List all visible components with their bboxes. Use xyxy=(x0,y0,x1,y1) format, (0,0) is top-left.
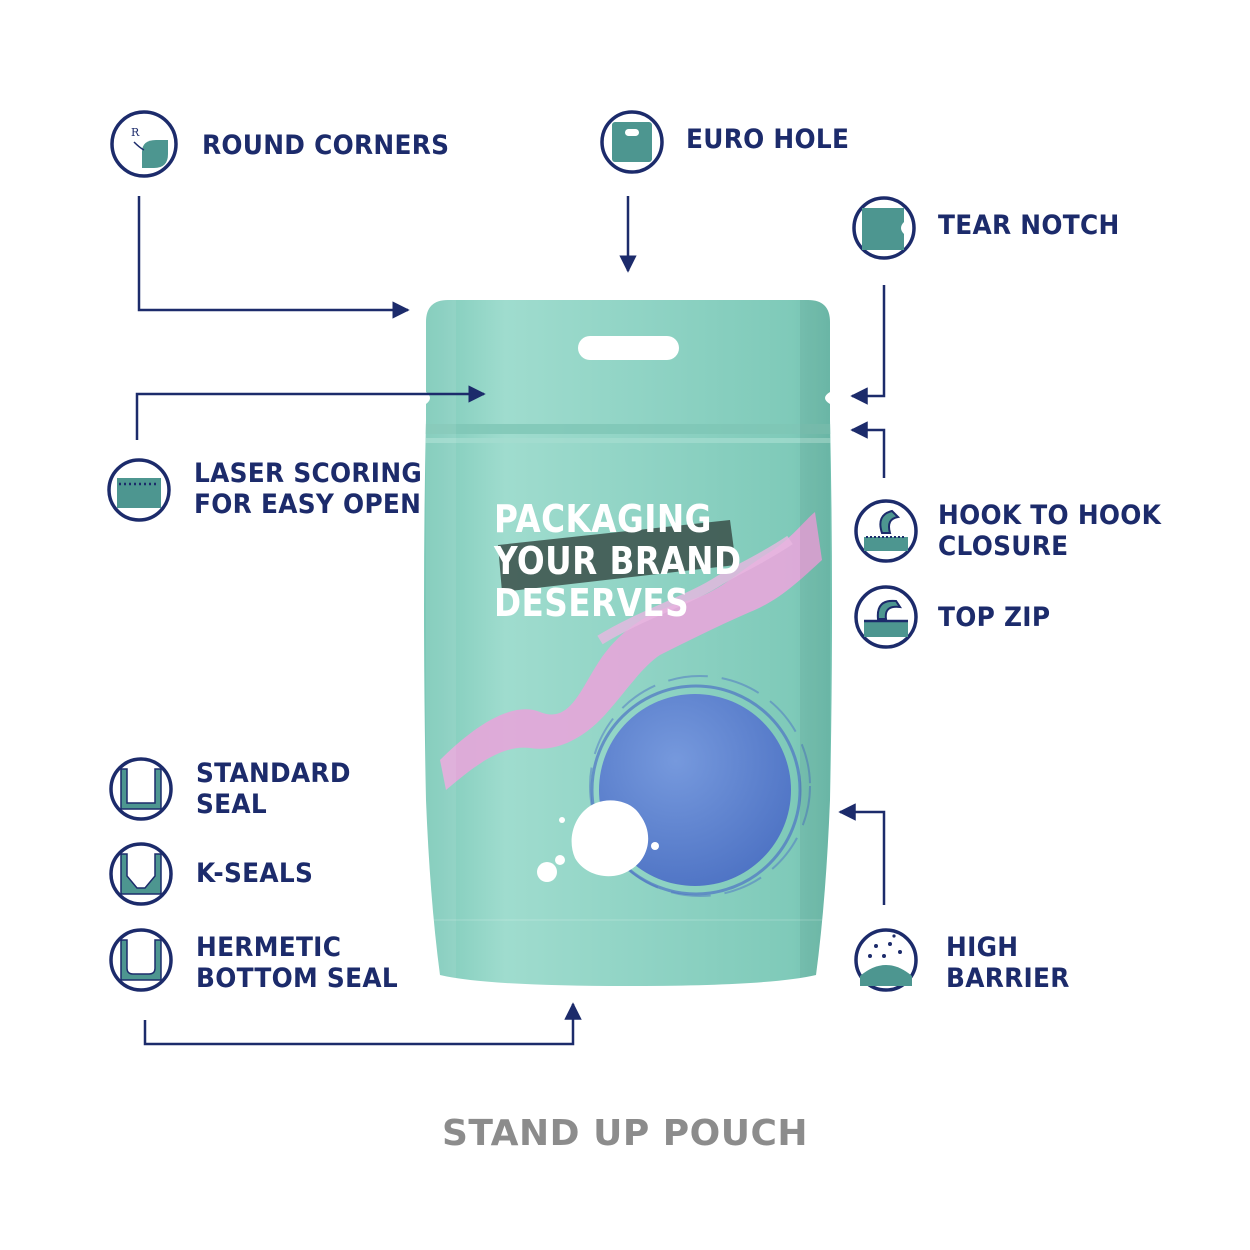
high-barrier-label: HIGH BARRIER xyxy=(946,932,1070,994)
pouch xyxy=(424,300,832,986)
laser-scoring-connector xyxy=(135,385,486,440)
high-barrier-connector xyxy=(838,803,886,905)
standard-seal-icon xyxy=(109,757,173,821)
pouch-brand-text: PACKAGING YOUR BRAND DESERVES xyxy=(494,497,742,625)
pink-brush-stroke xyxy=(440,512,822,790)
hermetic-seal-icon xyxy=(109,928,173,992)
round-corners-icon: R xyxy=(110,110,178,178)
laser-scoring-label: LASER SCORING FOR EASY OPEN xyxy=(194,458,423,520)
svg-text:R: R xyxy=(131,126,140,139)
tear-notch-icon xyxy=(852,196,916,260)
high-barrier-icon xyxy=(854,928,918,992)
white-splash xyxy=(571,800,649,877)
euro-hole-icon xyxy=(600,110,664,174)
top-zip-label: TOP ZIP xyxy=(938,602,1051,633)
k-seals-label: K-SEALS xyxy=(196,858,314,889)
euro-hole-label: EURO HOLE xyxy=(686,124,850,155)
hook-closure-connector xyxy=(850,421,886,478)
hook-closure-label: HOOK TO HOOK CLOSURE xyxy=(938,500,1162,562)
brand-banner xyxy=(498,520,736,592)
round-corners-label: ROUND CORNERS xyxy=(202,130,450,161)
bottom-seal-connector xyxy=(143,1002,582,1046)
connectors xyxy=(135,196,886,1046)
tear-notch-connector xyxy=(850,285,886,405)
top-zip-band xyxy=(424,424,832,434)
standard-seal-label: STANDARD SEAL xyxy=(196,758,351,820)
tear-notch-label: TEAR NOTCH xyxy=(938,210,1120,241)
euro-hole xyxy=(578,336,679,360)
diagram-caption: STAND UP POUCH xyxy=(441,1113,808,1154)
laser-scoring-icon xyxy=(107,458,171,522)
hook-to-hook-icon xyxy=(854,499,918,563)
round-corners-connector xyxy=(137,196,410,319)
tear-notch-right xyxy=(825,392,830,404)
top-zip-icon xyxy=(854,585,918,649)
k-seal-icon xyxy=(109,842,173,906)
hermetic-seal-label: HERMETIC BOTTOM SEAL xyxy=(196,932,398,994)
